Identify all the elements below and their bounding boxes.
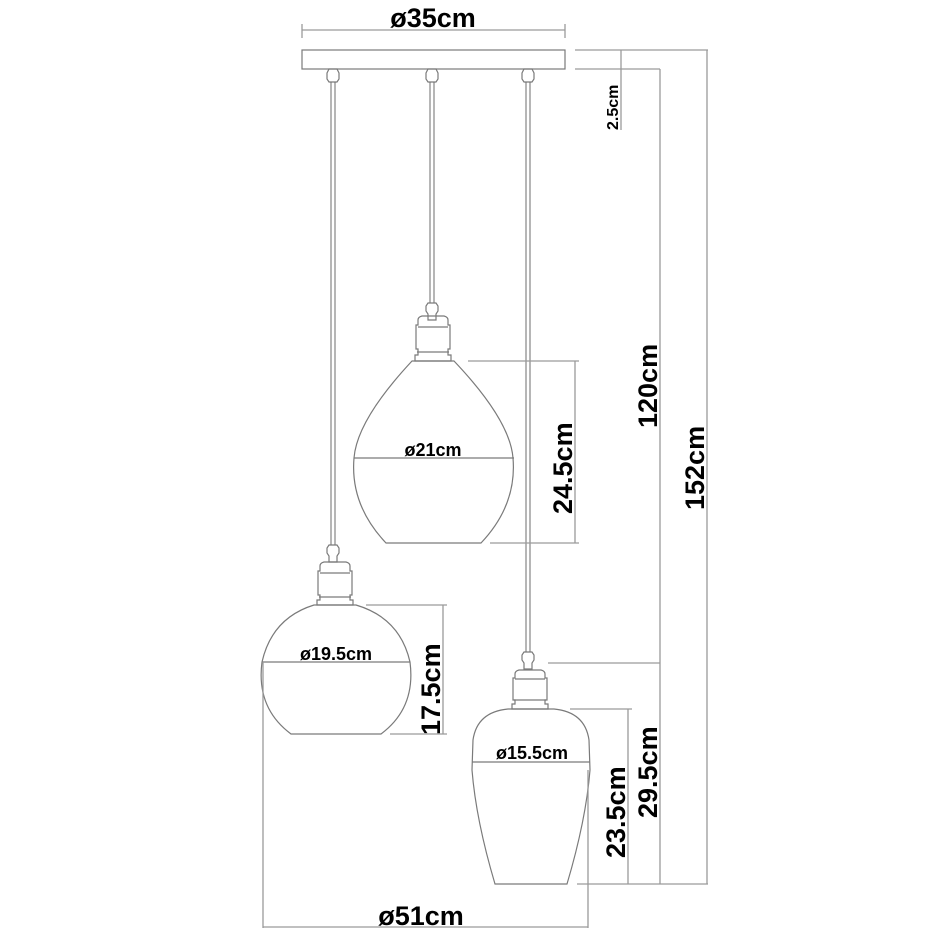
canopy-height-label: 2.5cm bbox=[605, 85, 622, 130]
total-height-label: 152cm bbox=[680, 426, 710, 510]
jar-height-label: 23.5cm bbox=[601, 766, 631, 858]
drop-length-label: 120cm bbox=[633, 344, 663, 428]
globe-diameter-label: ø19.5cm bbox=[300, 644, 372, 664]
jar-total-height-label: 29.5cm bbox=[633, 726, 663, 818]
globe-height-label: 17.5cm bbox=[416, 643, 446, 735]
jar-diameter-label: ø15.5cm bbox=[496, 743, 568, 763]
jar-lamp: ø15.5cm 23.5cm 29.5cm bbox=[471, 651, 663, 885]
overall-dimensions: 120cm 152cm ø51cm bbox=[262, 50, 710, 931]
teardrop-height-label: 24.5cm bbox=[548, 422, 578, 514]
globe-lamp: ø19.5cm 17.5cm bbox=[260, 544, 447, 735]
teardrop-lamp: ø21cm 24.5cm bbox=[353, 302, 579, 544]
spread-diameter-label: ø51cm bbox=[378, 901, 464, 931]
canopy-diameter-label: ø35cm bbox=[390, 3, 476, 33]
canopy: ø35cm 2.5cm bbox=[301, 3, 708, 130]
cords bbox=[326, 68, 535, 652]
teardrop-diameter-label: ø21cm bbox=[404, 440, 461, 460]
